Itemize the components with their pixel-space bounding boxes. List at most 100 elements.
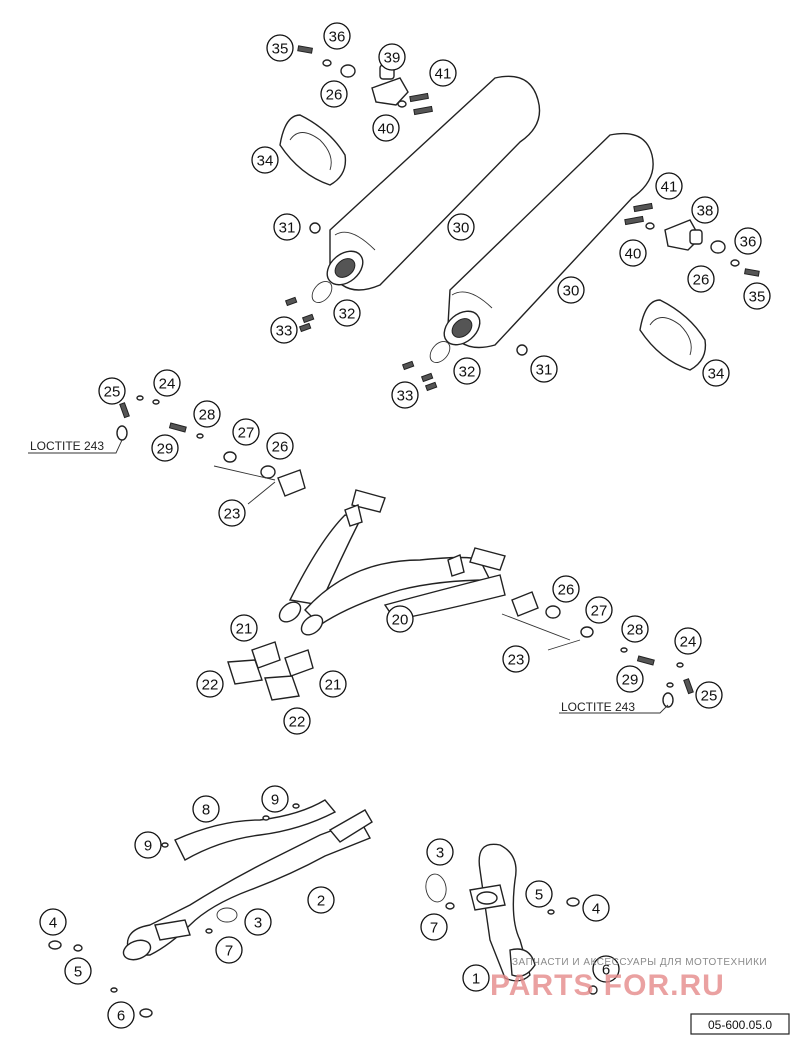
callout-23: 23 — [218, 499, 246, 527]
callout-6: 6 — [592, 955, 620, 983]
callout-circle — [230, 614, 258, 642]
callout-number: 32 — [459, 364, 476, 381]
callout-number: 31 — [536, 362, 553, 379]
callout-circle — [734, 227, 762, 255]
callout-circle — [266, 34, 294, 62]
callout-number: 24 — [159, 376, 176, 393]
callout-circle — [592, 955, 620, 983]
callout-7: 7 — [420, 913, 448, 941]
callout-circle — [619, 239, 647, 267]
callout-circle — [319, 670, 347, 698]
callout-circle — [266, 432, 294, 460]
callout-29: 29 — [151, 434, 179, 462]
callout-number: 6 — [117, 1008, 125, 1025]
callout-40: 40 — [372, 114, 400, 142]
watermark-tagline: ЗАПЧАСТИ И АКСЕССУАРЫ ДЛЯ МОТОТЕХНИКИ — [512, 957, 767, 968]
callout-25: 25 — [98, 377, 126, 405]
callout-number: 27 — [238, 425, 255, 442]
callout-circle — [691, 196, 719, 224]
callout-9: 9 — [134, 831, 162, 859]
callout-number: 20 — [392, 612, 409, 629]
callout-35: 35 — [743, 282, 771, 310]
muffler-bracket-left — [279, 114, 347, 186]
callout-circle — [261, 785, 289, 813]
leader-lines — [28, 439, 669, 714]
callout-circle — [702, 359, 730, 387]
callout-number: 5 — [74, 964, 82, 981]
callout-26: 26 — [552, 575, 580, 603]
callout-circle — [391, 381, 419, 409]
mounts-middle — [213, 451, 594, 651]
callout-number: 5 — [535, 887, 543, 904]
callout-circle — [743, 282, 771, 310]
callout-20: 20 — [386, 605, 414, 633]
loctite-note-right: LOCTITE 243 — [561, 700, 635, 714]
callout-34: 34 — [702, 359, 730, 387]
diagram-code: 05-600.05.0 — [708, 1018, 772, 1032]
callout-circle — [64, 957, 92, 985]
callout-number: 27 — [591, 603, 608, 620]
callout-26: 26 — [266, 432, 294, 460]
callout-2: 2 — [307, 886, 335, 914]
callout-circle — [320, 80, 348, 108]
callout-number: 32 — [339, 306, 356, 323]
callout-36: 36 — [734, 227, 762, 255]
callout-34: 34 — [251, 146, 279, 174]
callout-26: 26 — [320, 80, 348, 108]
callout-number: 26 — [326, 87, 343, 104]
callout-circle — [585, 596, 613, 624]
callout-number: 22 — [289, 714, 306, 731]
callout-3: 3 — [426, 838, 454, 866]
callout-6: 6 — [107, 1001, 135, 1029]
callout-circle — [655, 172, 683, 200]
clamp-38 — [664, 219, 703, 251]
callout-circle — [557, 276, 585, 304]
callout-circle — [453, 357, 481, 385]
callout-36: 36 — [323, 22, 351, 50]
watermark-brand: PARTS FOR.RU — [490, 969, 725, 1002]
callout-number: 28 — [627, 622, 644, 639]
callout-circle — [215, 936, 243, 964]
callout-22: 22 — [283, 707, 311, 735]
callout-number: 6 — [602, 962, 610, 979]
callout-number: 8 — [202, 802, 210, 819]
callout-circle — [323, 22, 351, 50]
callout-circle — [420, 913, 448, 941]
callout-7: 7 — [215, 936, 243, 964]
callout-circle — [98, 377, 126, 405]
callout-number: 7 — [225, 943, 233, 960]
callout-circle — [283, 707, 311, 735]
callout-circle — [134, 831, 162, 859]
callout-number: 39 — [384, 50, 401, 67]
callout-circle — [386, 605, 414, 633]
loctite-note-left: LOCTITE 243 — [30, 439, 104, 453]
y-pipe — [278, 489, 506, 636]
callout-24: 24 — [674, 627, 702, 655]
muffler-left — [326, 75, 541, 291]
callout-number: 25 — [701, 688, 718, 705]
callout-number: 3 — [436, 845, 444, 862]
callout-circle — [426, 838, 454, 866]
callout-29: 29 — [616, 665, 644, 693]
callout-circle — [372, 114, 400, 142]
callout-28: 28 — [621, 615, 649, 643]
callout-9: 9 — [261, 785, 289, 813]
callout-21: 21 — [319, 670, 347, 698]
callout-number: 23 — [508, 652, 525, 669]
callout-number: 26 — [558, 582, 575, 599]
callout-number: 36 — [329, 29, 346, 46]
header-pipe-front — [469, 843, 536, 982]
hardware-middle — [116, 395, 694, 708]
callout-circle — [273, 213, 301, 241]
callout-circle — [462, 964, 490, 992]
callout-4: 4 — [39, 908, 67, 936]
callout-26: 26 — [687, 265, 715, 293]
callout-30: 30 — [447, 213, 475, 241]
callout-number: 33 — [276, 323, 293, 340]
callout-circle — [270, 316, 298, 344]
hardware-top — [284, 45, 760, 392]
callout-28: 28 — [193, 400, 221, 428]
callout-number: 25 — [104, 384, 121, 401]
